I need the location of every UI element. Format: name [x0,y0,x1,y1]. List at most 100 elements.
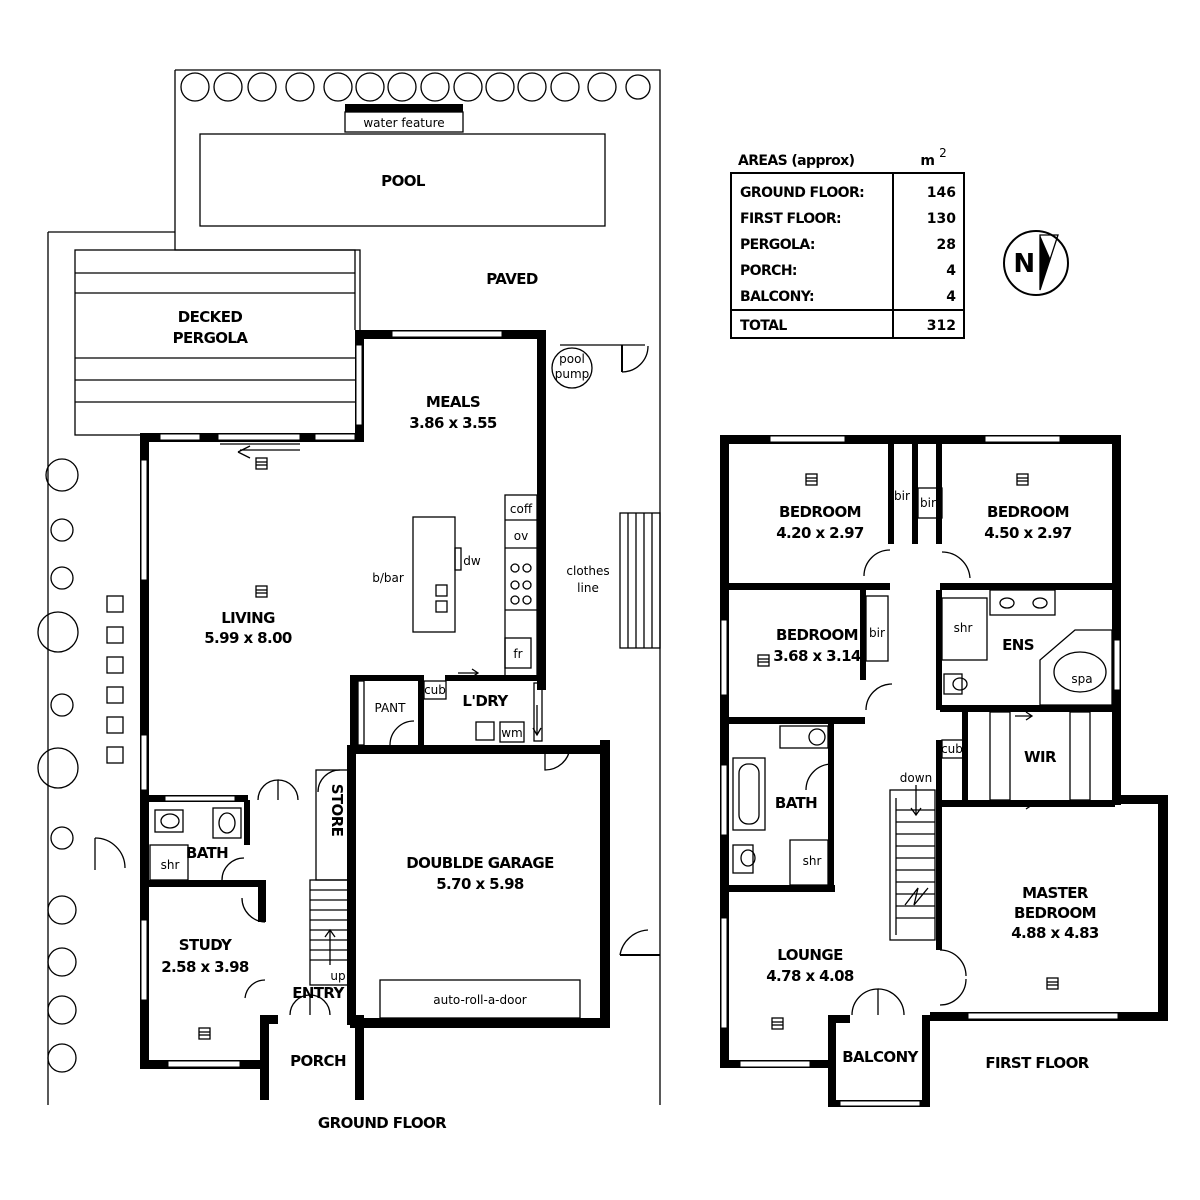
laundry: L'DRY wm [458,668,571,771]
double-garage: DOUBLDE GARAGE 5.70 x 5.98 auto-roll-a-d… [379,854,581,1019]
clothes-line-label-1: clothes [566,564,609,578]
first-bath-shower-label: shr [803,854,822,868]
pergola-label-1: DECKED [178,308,243,326]
meals-size: 3.86 x 3.55 [409,414,497,432]
pool: POOL [199,133,606,227]
balcony: BALCONY [842,988,920,1066]
sliding-door [220,443,300,459]
pantry-label: PANT [375,701,407,715]
dishwasher-label: dw [463,554,481,568]
area-row-label: GROUND FLOOR: [740,185,864,201]
meals-room: MEALS 3.86 x 3.55 [409,393,497,432]
master-label-1: MASTER [1022,884,1089,902]
side-gate-top [621,345,649,373]
hedge-top [180,72,651,102]
first-floor-windows [720,435,1121,1107]
meals-label: MEALS [426,393,480,411]
pool-pump-label-1: pool [559,352,585,366]
first-stairs: down [889,771,936,941]
area-row-label: FIRST FLOOR: [740,211,841,227]
bir-label: bir [920,496,936,510]
bir-label: bir [869,626,885,640]
ground-bath: shr BATH [149,807,245,881]
lounge-size: 4.78 x 4.08 [766,967,854,985]
area-row-value: 4 [946,263,956,279]
first-bath: BATH shr [732,725,833,886]
north-arrow-letter: N [1013,249,1034,279]
bedroom2-size: 4.50 x 2.97 [984,524,1072,542]
side-gate-bottom [619,929,660,956]
area-row-value: 4 [946,289,956,305]
walk-in-robe: cub WIR [941,711,1091,810]
ground-floor-windows [140,330,503,1068]
clothes-line: clothes line [566,512,661,649]
master-bedroom: MASTER BEDROOM 4.88 x 4.83 [939,884,1100,1006]
bedroom-3: BEDROOM 3.68 x 3.14 bir [757,595,893,711]
laundry-label: L'DRY [462,692,509,710]
balcony-label: BALCONY [842,1048,919,1066]
washing-machine-label: wm [501,726,523,740]
garage-label: DOUBLDE GARAGE [406,854,554,872]
water-feature: water feature [344,104,464,133]
master-label-2: BEDROOM [1014,904,1096,922]
wir-label: WIR [1024,748,1057,766]
bedroom2-label: BEDROOM [987,503,1069,521]
pergola-label-2: PERGOLA [173,329,249,347]
side-gate-left [94,837,126,870]
area-row-value: 130 [927,211,956,227]
pool-label: POOL [381,172,426,190]
ground-bath-label: BATH [186,844,228,862]
bedroom3-size: 3.68 x 3.14 [773,647,861,665]
oven-label: ov [514,529,528,543]
area-row-label: PERGOLA: [740,237,815,253]
study-label: STUDY [179,936,233,954]
site-boundary [47,69,661,1105]
area-row-label: BALCONY: [740,289,814,305]
coffee-label: coff [510,502,533,516]
garage-door-label: auto-roll-a-door [433,993,527,1007]
areas-table: AREAS (approx) m 2 GROUND FLOOR: 146 FIR… [730,146,965,339]
spa-label: spa [1071,672,1092,686]
bedroom-2: BEDROOM 4.50 x 2.97 bir [917,473,1073,579]
store-label: STORE [328,784,346,837]
bedroom1-label: BEDROOM [779,503,861,521]
living-label: LIVING [221,609,275,627]
pool-pump-label-2: pump [555,367,590,381]
ground-floor-title: GROUND FLOOR [318,1114,447,1132]
areas-unit-sup: 2 [939,146,947,160]
lounge-label: LOUNGE [777,946,843,964]
first-floor-title: FIRST FLOOR [985,1054,1089,1072]
areas-heading: AREAS (approx) [738,153,855,169]
cupboard-ground: cub [423,680,447,700]
bir-label: bir [894,489,910,503]
ground-stairs: up [309,879,351,986]
area-row-value: 146 [927,185,956,201]
ensuite-label: ENS [1002,636,1034,654]
breakfast-bar-label: b/bar [372,571,404,585]
areas-unit: m [920,153,935,169]
master-size: 4.88 x 4.83 [1011,924,1099,942]
bedroom-1: BEDROOM 4.20 x 2.97 bir [776,473,910,577]
ensuite: shr ENS spa [941,589,1113,706]
north-arrow-icon: N [1003,230,1069,296]
ensuite-shower-label: shr [954,621,973,635]
area-row-label: PORCH: [740,263,797,279]
store: STORE [315,769,349,881]
bedroom1-size: 4.20 x 2.97 [776,524,864,542]
porch-label: PORCH [290,1052,346,1070]
area-total-value: 312 [927,318,956,334]
hedge-left [37,458,79,1073]
cub-label-ground: cub [424,683,446,697]
living-size: 5.99 x 8.00 [204,629,292,647]
fridge-label: fr [513,647,522,661]
kitchen: coff ov fr dw b/bar [372,494,538,681]
lounge: LOUNGE 4.78 x 4.08 [766,946,855,1030]
living-room: LIVING 5.99 x 8.00 [204,457,293,647]
ground-floor-walls [140,330,610,1100]
study-size: 2.58 x 3.98 [161,958,249,976]
clothes-line-label-2: line [577,581,599,595]
up-label: up [330,969,345,983]
cub-label-first: cub [941,742,963,756]
pool-pump: pool pump [551,347,593,389]
